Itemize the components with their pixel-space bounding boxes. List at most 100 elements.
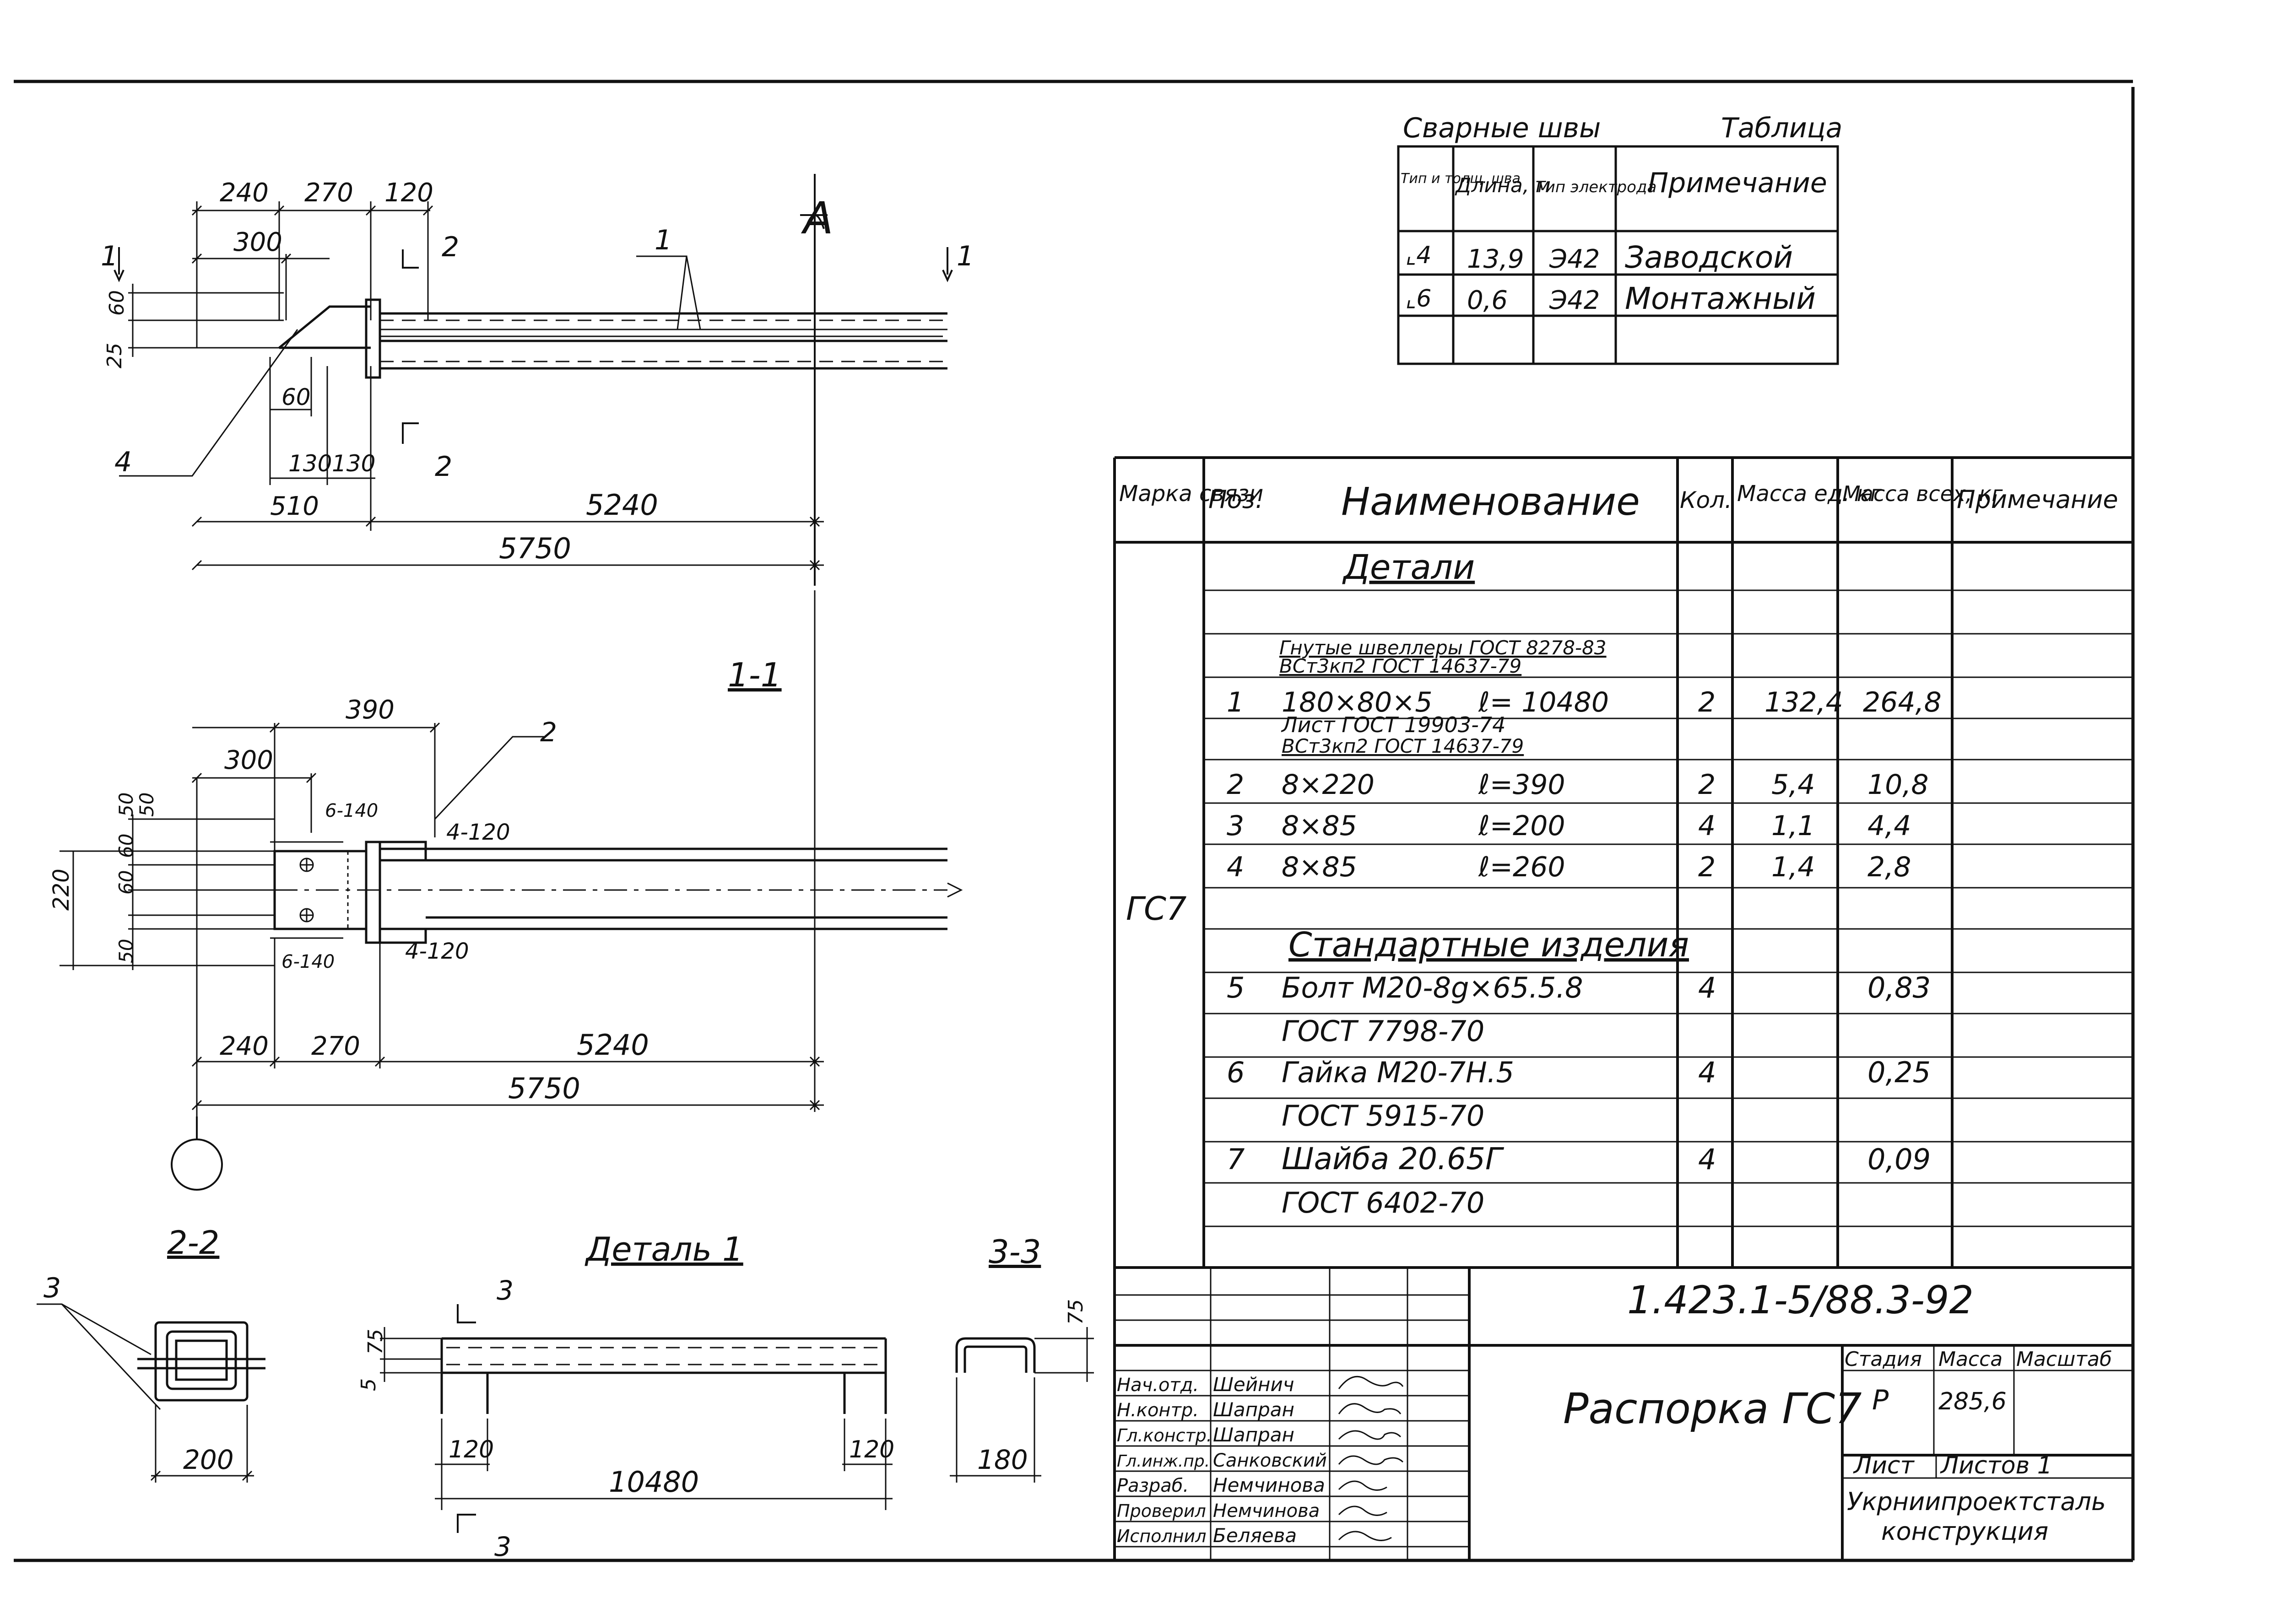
plan-pos-1: 1 — [655, 224, 672, 256]
det1-section-top: 3 — [497, 1275, 514, 1306]
spec-r13-qty: 4 — [1698, 1143, 1716, 1176]
spec-r8-qty: 2 — [1698, 851, 1716, 883]
sec11-weld-4-120b: 4-120 — [405, 939, 469, 964]
person-role: Гл.констр. — [1117, 1425, 1212, 1446]
section-3-3-label: 3-3 — [989, 1233, 1041, 1271]
spec-r8-name: 8×85 — [1282, 851, 1357, 883]
plan-dim-270: 270 — [304, 178, 353, 208]
person-role: Проверил — [1117, 1501, 1206, 1521]
spec-r13-total: 0,09 — [1867, 1143, 1931, 1176]
person-name: Шейнич — [1213, 1373, 1294, 1396]
sec11-dim-50a: 50 — [115, 793, 137, 817]
spec-r6-name: 8×220 — [1282, 769, 1375, 801]
sheet-frame — [14, 80, 2135, 1562]
det1-dim-75: 75 — [364, 1329, 387, 1354]
spec-r9-name: Болт М20-8g×65.5.8 — [1282, 971, 1583, 1004]
weld-table-title: Сварные швы — [1403, 112, 1601, 144]
title-block: 1.423.1-5/88.3-92 Распорка ГС7 Стадия Ма… — [1113, 1268, 2133, 1560]
spec-r6-qty: 2 — [1698, 769, 1716, 801]
det1-dim-120a: 120 — [449, 1436, 494, 1463]
person-name: Санковский — [1213, 1450, 1327, 1471]
weld-hdr-type: Тип и толщ. шва — [1401, 171, 1521, 187]
plan-dim-5240: 5240 — [586, 488, 658, 522]
plan-dim-60h: 60 — [281, 384, 311, 410]
sec11-dim-390: 390 — [346, 695, 395, 725]
spec-r7-len: ℓ=200 — [1478, 810, 1565, 842]
section-3-3: 3-3 75 180 — [950, 1233, 1094, 1483]
plan-dim-240: 240 — [220, 178, 269, 208]
sec11-dim-50b: 50 — [115, 939, 137, 963]
spec-r6-total: 10,8 — [1867, 769, 1929, 801]
spec-section-standard: Стандартные изделия — [1288, 925, 1689, 965]
sec33-dim-75: 75 — [1064, 1299, 1088, 1325]
doc-code: 1.423.1-5/88.3-92 — [1627, 1278, 1974, 1322]
spec-r8-len: ℓ=260 — [1478, 851, 1565, 883]
spec-r3-len: ℓ= 10480 — [1478, 686, 1609, 718]
weld-r1-note: Заводской — [1625, 240, 1793, 275]
spec-r6-pos: 2 — [1227, 769, 1244, 801]
section-mark-right: 1 — [957, 240, 974, 272]
weld-r1-type: ⌞4 — [1405, 242, 1431, 269]
stamp-sheet-label: Лист — [1853, 1452, 1915, 1479]
detail-1-label: Деталь 1 — [585, 1230, 743, 1268]
spec-r5-name: ВСт3кп2 ГОСТ 14637-79 — [1282, 735, 1524, 757]
stamp-stage: Р — [1872, 1384, 1889, 1416]
spec-r6-len: ℓ=390 — [1478, 769, 1565, 801]
spec-r3-name: 180×80×5 — [1282, 686, 1433, 718]
spec-r9-total: 0,83 — [1867, 971, 1931, 1004]
plan-dim-130a: 130 — [288, 450, 332, 477]
person-role: Разраб. — [1117, 1475, 1189, 1496]
signatures — [1338, 1376, 1404, 1541]
weld-r2-electrode: Э42 — [1549, 286, 1600, 315]
spec-r7-total: 4,4 — [1867, 810, 1911, 842]
weld-hdr-note: Примечание — [1648, 167, 1827, 199]
spec-r11-total: 0,25 — [1867, 1056, 1931, 1089]
sec11-dim-240: 240 — [220, 1031, 269, 1061]
sec11-weld-4-120a: 4-120 — [446, 820, 510, 845]
spec-r3-pos: 1 — [1227, 686, 1244, 718]
plan-dim-5750: 5750 — [499, 532, 571, 565]
spec-r7-name: 8×85 — [1282, 810, 1357, 842]
spec-section-details: Детали — [1342, 548, 1475, 587]
spec-r11-name: Гайка М20-7Н.5 — [1282, 1056, 1514, 1089]
spec-table: Марка связи Поз. Наименование Кол. Масса… — [1113, 456, 2133, 1269]
weld-hdr-length: Длина, м — [1455, 174, 1551, 197]
sec11-weld-6-140b: 6-140 — [281, 951, 335, 972]
plan-dim-130b: 130 — [332, 450, 375, 477]
spec-mark: ГС7 — [1126, 890, 1186, 928]
sec11-dim-5240: 5240 — [577, 1028, 649, 1062]
section-1-1: 1-1 390 300 2 — [49, 590, 963, 1191]
spec-hdr-unit: Масса ед. кг — [1737, 481, 1882, 507]
stamp-people: Нач.отд. Шейнич Н.контр. Шапран Гл.конст… — [1117, 1373, 1327, 1547]
section-1-1-label: 1-1 — [728, 656, 782, 694]
weld-r2-length: 0,6 — [1467, 286, 1508, 315]
stamp-scale-label: Масштаб — [2016, 1348, 2112, 1371]
plan-view: 240 270 120 300 1 1 2 2 А — [101, 174, 974, 586]
sec11-dim-60b: 60 — [115, 870, 137, 895]
plan-pos-4: 4 — [114, 446, 132, 478]
weld-r2-note: Монтажный — [1625, 281, 1816, 316]
plan-dim-510: 510 — [270, 491, 319, 521]
plan-dim-60v: 60 — [105, 290, 129, 316]
stamp-mass-label: Масса — [1938, 1348, 2003, 1371]
person-role: Н.контр. — [1117, 1400, 1199, 1421]
sec22-pos-3: 3 — [43, 1272, 61, 1304]
person-role: Исполнил — [1117, 1526, 1207, 1546]
spec-r1-name: Гнутые швеллеры ГОСТ 8278-83 — [1279, 637, 1607, 659]
spec-r10-name: ГОСТ 7798-70 — [1282, 1014, 1484, 1048]
spec-r2-name: ВСт3кп2 ГОСТ 14637-79 — [1279, 655, 1521, 677]
section-mark-left: 1 — [101, 240, 118, 272]
axis-label-top: А — [801, 193, 833, 244]
sec11-dim-50c: 50 — [135, 793, 158, 817]
spec-r8-unit: 1,4 — [1771, 851, 1815, 883]
weld-table-label: Таблица — [1721, 112, 1842, 144]
spec-r8-pos: 4 — [1227, 851, 1244, 883]
plan-dim-120: 120 — [384, 178, 433, 208]
spec-hdr-name: Наименование — [1341, 479, 1640, 524]
spec-hdr-qty: Кол. — [1680, 487, 1732, 513]
spec-r6-unit: 5,4 — [1771, 769, 1815, 801]
stamp-mass: 285,6 — [1938, 1388, 2007, 1415]
spec-r11-qty: 4 — [1698, 1056, 1716, 1089]
weld-r2-type: ⌞6 — [1405, 285, 1431, 313]
